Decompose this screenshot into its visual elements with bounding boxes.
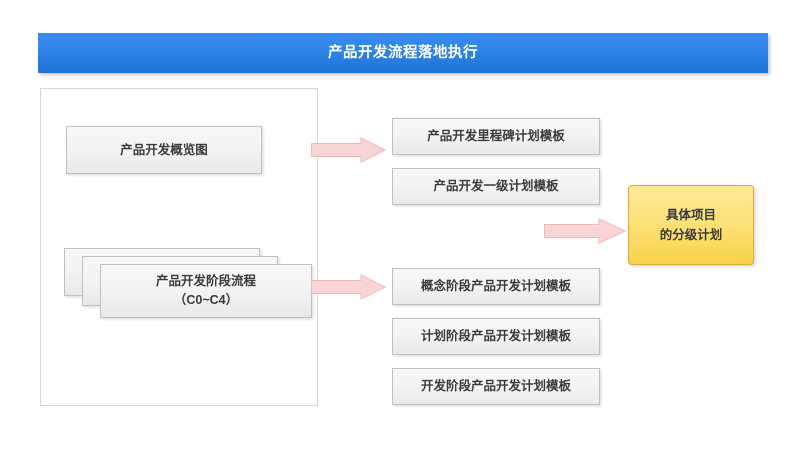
box-development-phase-plan-template[interactable]: 开发阶段产品开发计划模板 [392,368,600,405]
box-milestone-plan-template-label: 产品开发里程碑计划模板 [427,129,565,144]
box-phase-process-line1: 产品开发阶段流程 [155,273,256,288]
box-phase-process-line2: （C0~C4） [173,293,239,307]
box-overview-label: 产品开发概览图 [120,142,208,157]
box-project-tiered-plan[interactable]: 具体项目 的分级计划 [628,185,754,265]
slide-title-bar: 产品开发流程落地执行 [38,33,768,73]
box-project-tiered-plan-line1: 具体项目 [665,208,716,222]
box-planning-phase-plan-template[interactable]: 计划阶段产品开发计划模板 [392,318,600,355]
overview-to-milestone-arrow-icon [311,136,387,164]
box-product-development-overview[interactable]: 产品开发概览图 [66,126,262,174]
templates-to-result-arrow-icon [544,218,627,244]
box-development-phase-plan-template-label: 开发阶段产品开发计划模板 [420,379,571,394]
box-level1-plan-template-label: 产品开发一级计划模板 [433,179,559,194]
box-product-development-phase-process[interactable]: 产品开发阶段流程 （C0~C4） [100,264,312,318]
box-milestone-plan-template[interactable]: 产品开发里程碑计划模板 [392,118,600,155]
box-planning-phase-plan-template-label: 计划阶段产品开发计划模板 [420,329,571,344]
box-project-tiered-plan-label: 具体项目 的分级计划 [660,205,723,245]
box-phase-process-label: 产品开发阶段流程 （C0~C4） [156,272,256,311]
box-level1-plan-template[interactable]: 产品开发一级计划模板 [392,168,600,205]
page-title: 产品开发流程落地执行 [328,44,478,61]
box-project-tiered-plan-line2: 的分级计划 [659,228,723,242]
box-concept-phase-plan-template[interactable]: 概念阶段产品开发计划模板 [392,268,600,305]
process-to-phase-templates-arrow-icon [311,273,387,301]
box-concept-phase-plan-template-label: 概念阶段产品开发计划模板 [420,279,571,294]
